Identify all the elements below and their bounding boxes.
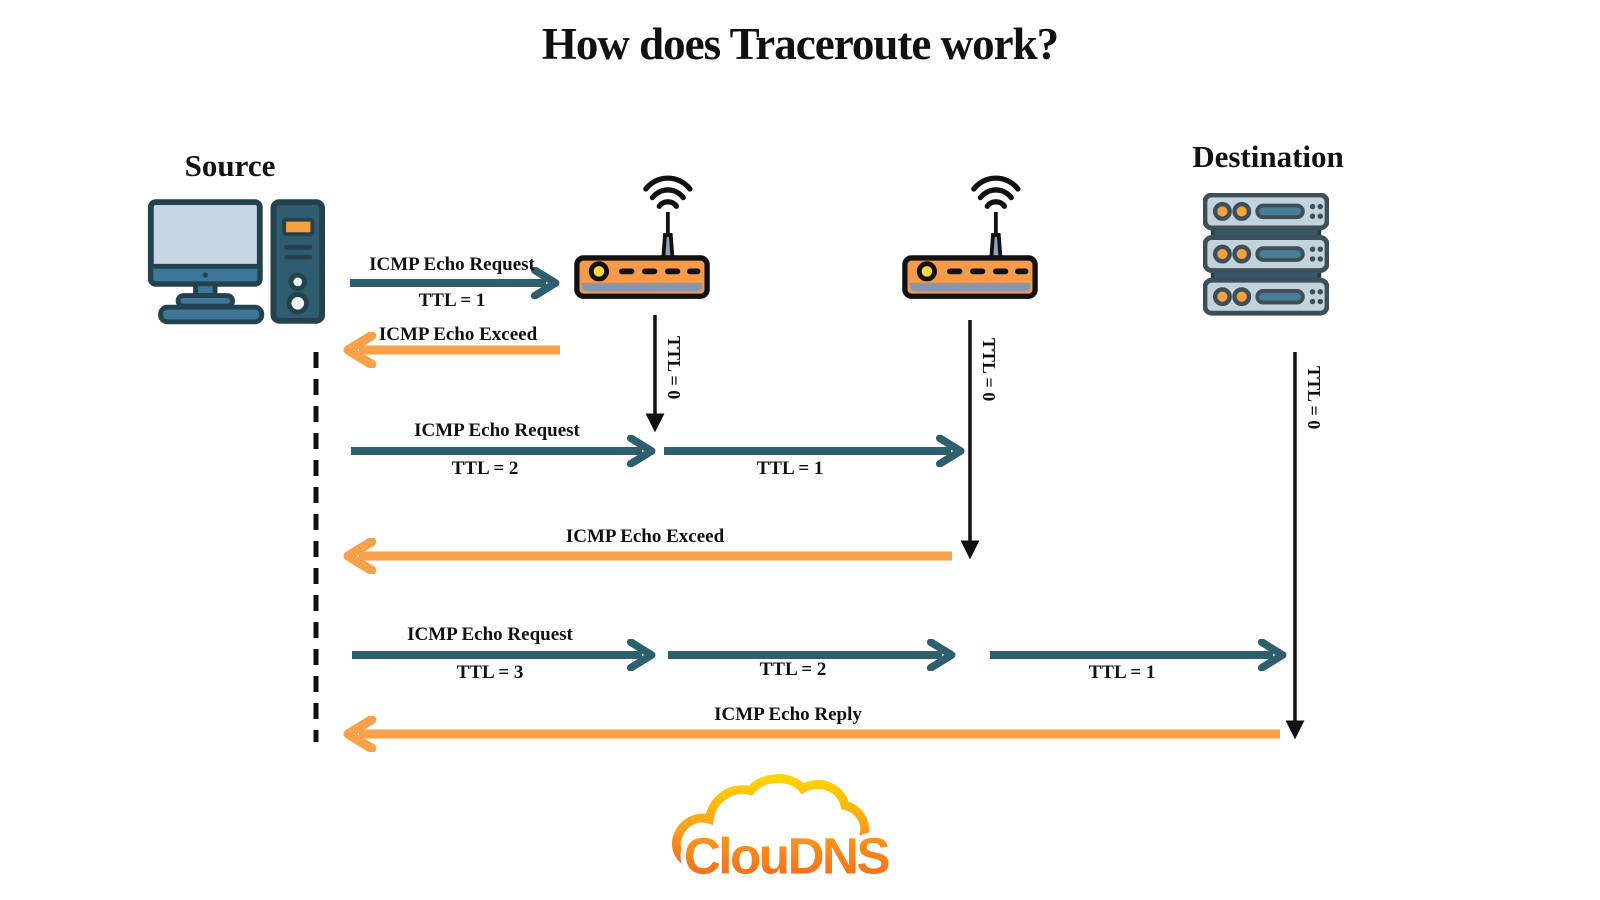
wireless-router-icon-hop2: [902, 175, 1038, 299]
destination-label: Destination: [1192, 139, 1344, 174]
request3-label: ICMP Echo Request: [407, 624, 573, 645]
router1-ttl-zero-label: TTL = 0: [664, 336, 684, 400]
desktop-computer-icon: [147, 199, 325, 325]
cloud-icon: [671, 774, 869, 870]
logo-text-halo: ClouDNS: [684, 827, 890, 884]
exceed2-label: ICMP Echo Exceed: [565, 526, 725, 547]
exceed1-label: ICMP Echo Exceed: [378, 324, 538, 345]
request2-ttl-seg2-label: TTL = 1: [756, 458, 824, 479]
logo-text: ClouDNS: [684, 827, 890, 884]
request3-ttl-seg3-label: TTL = 1: [1088, 662, 1156, 683]
destination-ttl-zero-label: TTL = 0: [1304, 366, 1324, 430]
cloudns-logo: ClouDNS ClouDNS: [671, 774, 897, 890]
request2-label: ICMP Echo Request: [414, 420, 580, 441]
request1-ttl-label: TTL = 1: [418, 290, 486, 311]
request1-label: ICMP Echo Request: [369, 254, 535, 275]
request2-ttl-seg1-label: TTL = 2: [451, 458, 519, 479]
reply-label: ICMP Echo Reply: [714, 704, 862, 725]
request3-ttl-seg2-label: TTL = 2: [759, 659, 827, 680]
wireless-router-icon-hop1: [574, 175, 710, 299]
request3-ttl-seg1-label: TTL = 3: [456, 662, 524, 683]
page-title: How does Traceroute work?: [541, 19, 1059, 69]
server-rack-icon: [1203, 193, 1329, 316]
router2-ttl-zero-label: TTL = 0: [979, 338, 999, 402]
source-label: Source: [184, 148, 276, 183]
